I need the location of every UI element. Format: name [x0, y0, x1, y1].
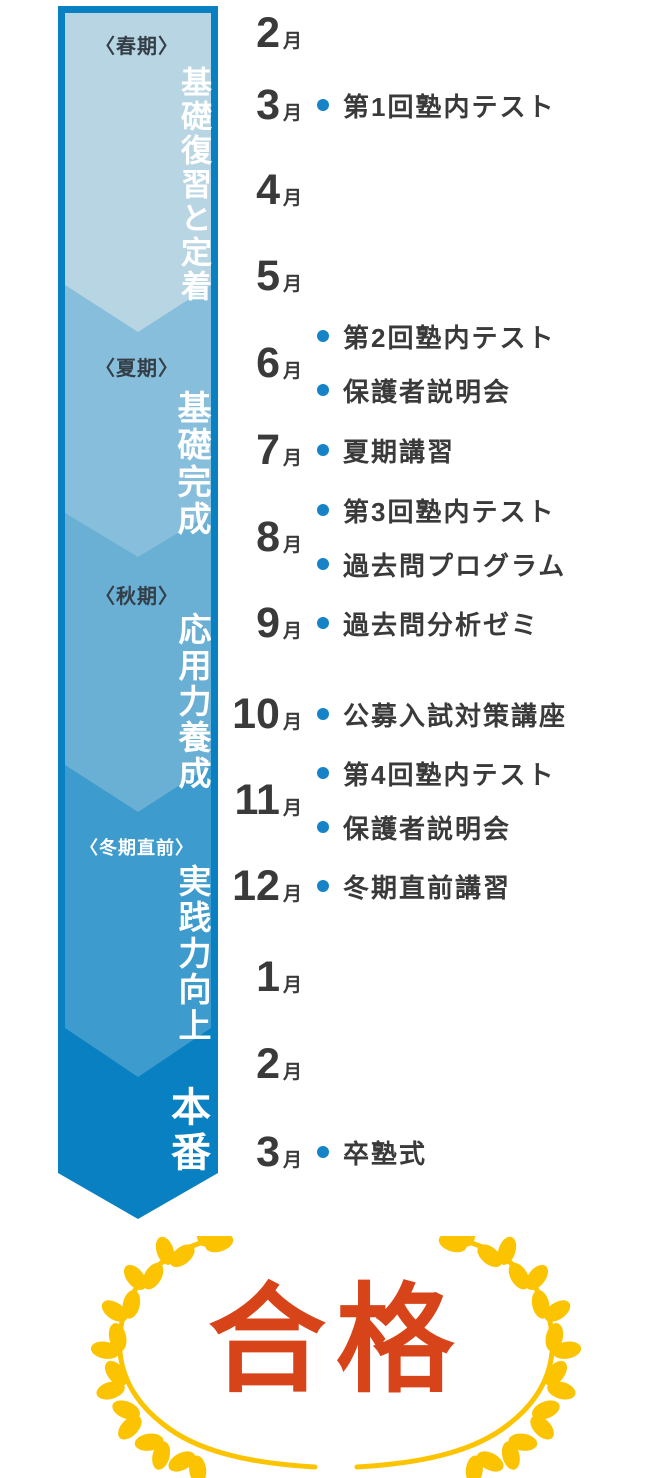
bullet-icon — [317, 99, 329, 111]
event-label: 卒塾式 — [343, 1138, 428, 1169]
event-item: 第2回塾内テスト — [317, 320, 556, 353]
event-item: 第1回塾内テスト — [317, 89, 556, 122]
bullet-icon — [317, 444, 329, 456]
month-unit: 月 — [282, 884, 302, 905]
bullet-icon — [317, 384, 329, 396]
event-label: 過去問分析ゼミ — [343, 609, 540, 640]
event-item: 冬期直前講習 — [317, 870, 512, 903]
phase-spring-title: 基礎復習と定着 — [176, 66, 211, 304]
month-number: 3 — [256, 1128, 280, 1176]
month-number: 1 — [256, 953, 280, 1001]
month-unit: 月 — [282, 448, 302, 469]
event-item: 保護者説明会 — [317, 374, 512, 407]
event-label: 保護者説明会 — [343, 376, 512, 407]
month-unit: 月 — [282, 274, 302, 295]
result-pass-text: 合格 — [207, 1275, 464, 1407]
event-label: 夏期講習 — [343, 436, 456, 467]
event-label: 保護者説明会 — [343, 813, 512, 844]
event-item: 第4回塾内テスト — [317, 757, 556, 790]
month-number: 11 — [234, 776, 280, 824]
event-label: 第4回塾内テスト — [343, 759, 556, 790]
phase-final-title: 本番 — [165, 1086, 209, 1176]
month-unit: 月 — [282, 712, 302, 733]
month-number: 2 — [256, 1040, 280, 1088]
phase-ribbon — [58, 6, 218, 1220]
month-unit: 月 — [282, 361, 302, 382]
event-item: 第3回塾内テスト — [317, 494, 556, 527]
event-item: 夏期講習 — [317, 434, 456, 467]
bullet-icon — [317, 767, 329, 779]
month-number: 4 — [256, 166, 280, 214]
month-unit: 月 — [282, 798, 302, 819]
event-label: 冬期直前講習 — [343, 872, 512, 903]
bullet-icon — [317, 504, 329, 516]
event-label: 公募入試対策講座 — [343, 700, 568, 731]
bullet-icon — [317, 1146, 329, 1158]
month-number: 9 — [256, 599, 280, 647]
month-number: 8 — [256, 513, 280, 561]
bullet-icon — [317, 708, 329, 720]
month-number: 2 — [256, 9, 280, 57]
event-item: 公募入試対策講座 — [317, 698, 568, 731]
month-unit: 月 — [282, 31, 302, 52]
event-label: 第3回塾内テスト — [343, 496, 556, 527]
month-unit: 月 — [282, 1062, 302, 1083]
month-unit: 月 — [282, 535, 302, 556]
phase-summer-title: 基礎完成 — [172, 390, 210, 538]
phase-summer-tag: 〈夏期〉 — [95, 358, 179, 380]
month-number: 6 — [256, 339, 280, 387]
event-item: 保護者説明会 — [317, 811, 512, 844]
month-unit: 月 — [282, 103, 302, 124]
event-item: 過去問プログラム — [317, 548, 567, 581]
event-label: 第1回塾内テスト — [343, 91, 556, 122]
month-number: 5 — [256, 252, 280, 300]
ribbon-seg-spring — [65, 13, 211, 332]
month-unit: 月 — [282, 975, 302, 996]
phase-autumn-title: 応用力養成 — [174, 612, 211, 792]
month-unit: 月 — [282, 1150, 302, 1171]
phase-winter-title: 実践力向上 — [174, 864, 211, 1044]
phase-spring-tag: 〈春期〉 — [95, 36, 179, 58]
month-number: 10 — [232, 690, 280, 738]
month-unit: 月 — [282, 621, 302, 642]
bullet-icon — [317, 617, 329, 629]
phase-winter-tag: 〈冬期直前〉 — [80, 838, 194, 858]
bullet-icon — [317, 880, 329, 892]
bullet-icon — [317, 558, 329, 570]
month-number: 12 — [232, 862, 280, 910]
bullet-icon — [317, 330, 329, 342]
event-item: 過去問分析ゼミ — [317, 607, 540, 640]
event-label: 第2回塾内テスト — [343, 322, 556, 353]
event-item: 卒塾式 — [317, 1136, 428, 1169]
month-unit: 月 — [282, 188, 302, 209]
bullet-icon — [317, 821, 329, 833]
phase-autumn-tag: 〈秋期〉 — [95, 586, 179, 608]
event-label: 過去問プログラム — [343, 550, 567, 581]
month-number: 7 — [256, 426, 280, 474]
month-number: 3 — [256, 81, 280, 129]
